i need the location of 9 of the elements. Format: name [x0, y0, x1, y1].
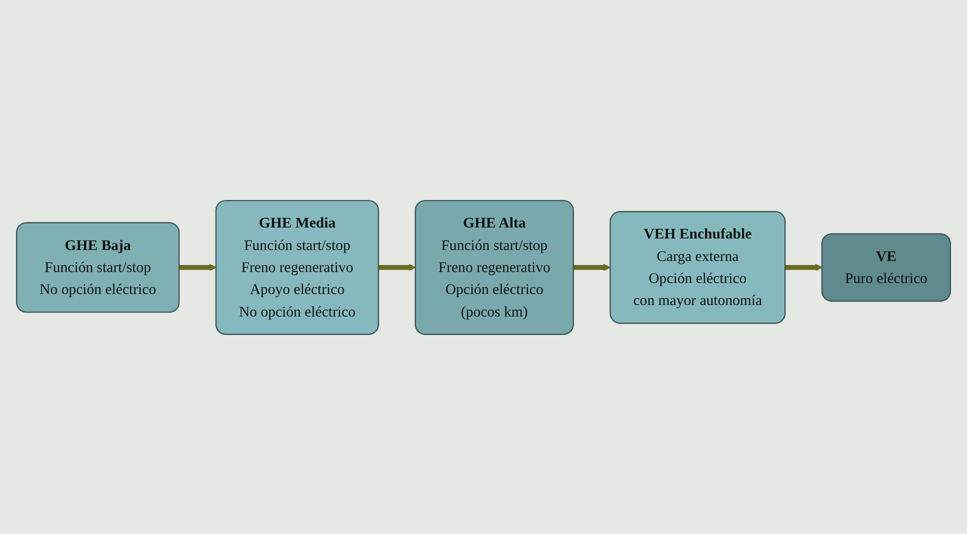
node-box: GHE Alta Función start/stop Freno regenerativo Opción eléctrico (pocos km) [414, 200, 574, 334]
arrow [378, 263, 416, 271]
node-box: GHE Media Función start/stop Freno regenerativo Apoyo eléctrico No opción eléctrico [215, 200, 380, 334]
arrow [785, 263, 822, 271]
arrow [179, 263, 216, 271]
node-box: VE Puro eléctrico [821, 232, 952, 302]
node-box: GHE Baja Función start/stop No opción eléctrico [16, 222, 180, 312]
node-box: VEH Enchufable Carga externa Opción eléctrico con mayor autonomía [610, 210, 786, 324]
arrow [573, 263, 611, 271]
